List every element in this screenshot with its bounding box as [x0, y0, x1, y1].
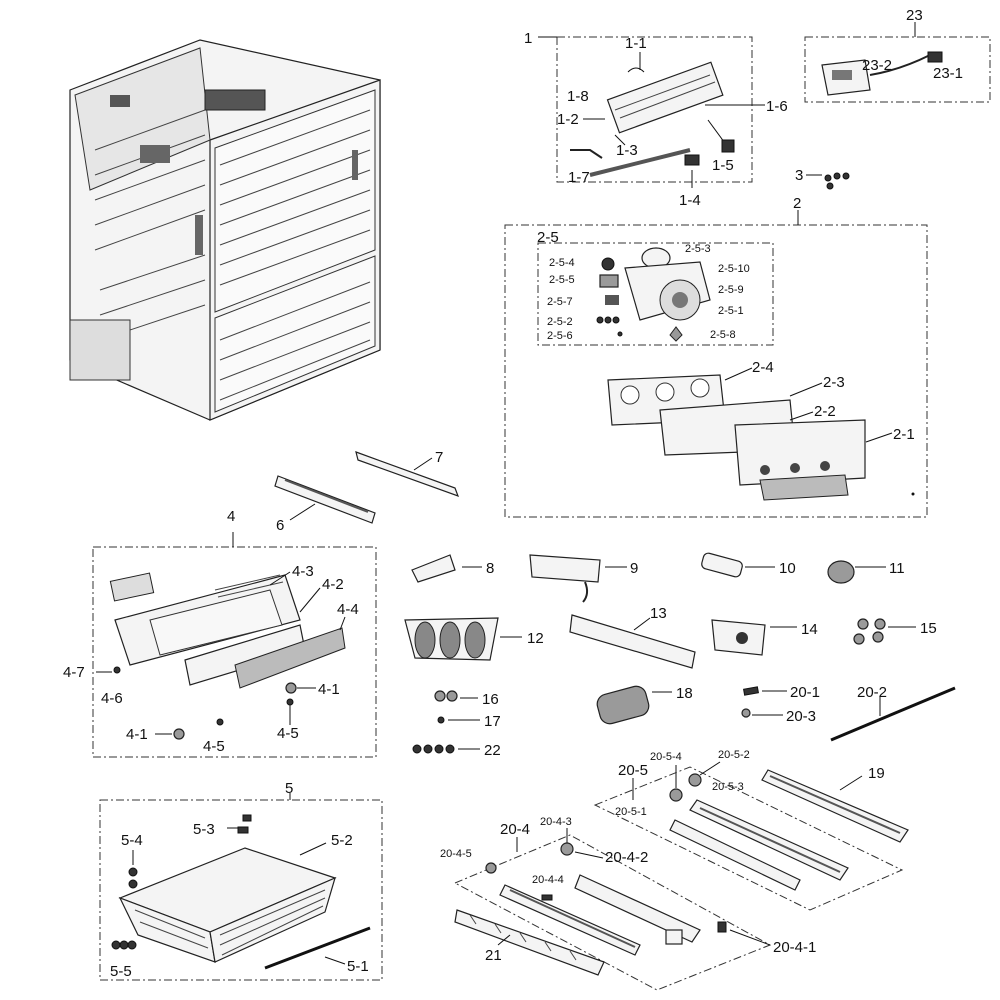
label-4-3: 4-3 [292, 563, 314, 580]
label-1-5: 1-5 [712, 157, 734, 174]
label-23: 23 [906, 7, 923, 24]
label-20-5-3: 20-5-3 [712, 781, 744, 793]
screws-3: 3 [795, 167, 850, 190]
rails-7-6: 7 6 [274, 449, 460, 534]
label-4-2: 4-2 [322, 576, 344, 593]
label-23-2: 23-2 [862, 57, 892, 74]
group-23-box: 23 23-2 23-1 [804, 7, 991, 103]
group-1-box: 1 1-1 1-8 1-2 1-6 1-3 1-5 1-7 1-4 [524, 30, 788, 209]
label-5-2: 5-2 [331, 832, 353, 849]
label-15: 15 [920, 620, 937, 637]
label-2-1: 2-1 [893, 426, 915, 443]
label-2-3: 2-3 [823, 374, 845, 391]
label-9: 9 [630, 560, 638, 577]
label-1-4: 1-4 [679, 192, 701, 209]
label-1: 1 [524, 30, 532, 47]
label-21: 21 [485, 947, 502, 964]
label-20-3: 20-3 [786, 708, 816, 725]
label-2-2: 2-2 [814, 403, 836, 420]
label-2-4: 2-4 [752, 359, 774, 376]
label-22: 22 [484, 742, 501, 759]
label-5-4: 5-4 [121, 832, 143, 849]
label-1-1: 1-1 [625, 35, 647, 52]
label-4-5-left: 4-5 [203, 738, 225, 755]
label-4-1-right: 4-1 [318, 681, 340, 698]
label-23-1: 23-1 [933, 65, 963, 82]
label-8: 8 [486, 560, 494, 577]
label-2: 2 [793, 195, 801, 212]
label-2-5-1: 2-5-1 [718, 305, 744, 317]
label-1-3: 1-3 [616, 142, 638, 159]
label-18: 18 [676, 685, 693, 702]
label-2-5-9: 2-5-9 [718, 284, 744, 296]
label-2-5-7: 2-5-7 [547, 296, 573, 308]
label-2-5: 2-5 [537, 229, 559, 246]
misc-parts: 8 9 10 11 12 13 14 15 16 17 [404, 552, 956, 759]
label-2-5-6: 2-5-6 [547, 330, 573, 342]
label-5: 5 [285, 780, 293, 797]
label-20-2: 20-2 [857, 684, 887, 701]
label-4-5-right: 4-5 [277, 725, 299, 742]
label-20-4-4: 20-4-4 [532, 874, 564, 886]
label-20-4: 20-4 [500, 821, 530, 838]
label-5-5: 5-5 [110, 963, 132, 980]
label-1-8: 1-8 [567, 88, 589, 105]
label-4-6: 4-6 [101, 690, 123, 707]
label-3: 3 [795, 167, 803, 184]
group-20-4-box: 20-4 20-4-3 20-4-5 20-4-2 20-4-4 20-4-1 … [440, 816, 816, 991]
label-7: 7 [435, 449, 443, 466]
label-16: 16 [482, 691, 499, 708]
label-20-5-2: 20-5-2 [718, 749, 750, 761]
label-20-4-5: 20-4-5 [440, 848, 472, 860]
label-12: 12 [527, 630, 544, 647]
label-4: 4 [227, 508, 235, 525]
label-2-5-10: 2-5-10 [718, 263, 750, 275]
label-20-4-3: 20-4-3 [540, 816, 572, 828]
label-20-4-1: 20-4-1 [773, 939, 816, 956]
label-4-7: 4-7 [63, 664, 85, 681]
label-2-5-5: 2-5-5 [549, 274, 575, 286]
label-20-5: 20-5 [618, 762, 648, 779]
group-5-box: 5 5-3 5-4 5-2 5-5 5-1 [99, 780, 383, 981]
label-14: 14 [801, 621, 818, 638]
label-20-4-2: 20-4-2 [605, 849, 648, 866]
label-11: 11 [889, 560, 905, 577]
label-2-5-3: 2-5-3 [685, 243, 711, 255]
label-10: 10 [779, 560, 796, 577]
group-20-5-box: 20-5-4 20-5-2 20-5 20-5-3 20-5-1 19 [593, 749, 909, 911]
label-5-3: 5-3 [193, 821, 215, 838]
label-6: 6 [276, 517, 284, 534]
label-20-1: 20-1 [790, 684, 820, 701]
label-5-1: 5-1 [347, 958, 369, 975]
label-2-5-4: 2-5-4 [549, 257, 575, 269]
group-2-box: 2 2-5 2-5-4 2-5-5 2-5-7 2-5-2 2-5-6 2-5-… [504, 195, 928, 518]
group-4-box: 4 4-3 4-2 4-4 4-7 4-6 4-1 4-1 4-5 4-5 [63, 508, 377, 758]
label-19: 19 [868, 765, 885, 782]
label-17: 17 [484, 713, 501, 730]
label-4-4: 4-4 [337, 601, 359, 618]
label-1-2: 1-2 [557, 111, 579, 128]
label-1-7: 1-7 [568, 169, 590, 186]
refrigerator-cabinet [69, 39, 381, 421]
label-4-1-left: 4-1 [126, 726, 148, 743]
label-20-5-1: 20-5-1 [615, 806, 647, 818]
label-1-6: 1-6 [766, 98, 788, 115]
label-2-5-2: 2-5-2 [547, 316, 573, 328]
label-2-5-8: 2-5-8 [710, 329, 736, 341]
label-20-5-4: 20-5-4 [650, 751, 682, 763]
label-13: 13 [650, 605, 667, 622]
